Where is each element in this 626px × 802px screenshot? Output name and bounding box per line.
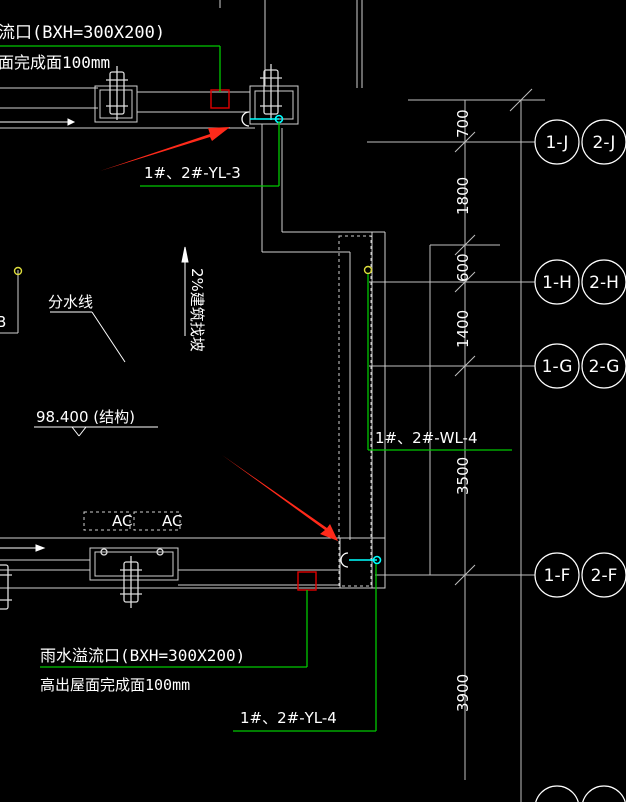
label-wl4: 1#、2#-WL-4 xyxy=(375,429,478,447)
top-outlet-title: 流口(BXH=300X200) xyxy=(0,23,165,43)
red-arrow-top xyxy=(100,127,230,171)
label-elevation: 98.400 (结构) xyxy=(36,408,135,426)
overflow-outlet-top xyxy=(210,89,230,109)
grid-label-2f: 2-F xyxy=(591,566,618,586)
building-outline xyxy=(0,0,386,589)
leader-lines xyxy=(0,45,512,732)
label-slope: 2%建筑找坡 xyxy=(188,268,206,352)
overflow-outlet-bottom xyxy=(297,571,317,591)
dim-1800: 1800 xyxy=(454,177,472,215)
highlight-arrows xyxy=(100,127,338,541)
drain-symbol-left-edge xyxy=(0,564,12,610)
top-outlet-subtitle: 面完成面100mm xyxy=(0,53,110,72)
grid-axis-partial xyxy=(535,785,626,802)
dim-600: 600 xyxy=(454,253,472,282)
downpipes xyxy=(250,114,382,565)
yellow-nodes xyxy=(13,265,373,276)
grid-lines xyxy=(367,88,545,802)
grid-axis-g: 1-G 2-G xyxy=(534,343,626,389)
label-yl3: 1#、2#-YL-3 xyxy=(144,164,241,182)
pipe-caps xyxy=(241,111,349,568)
grid-axis-h: 1-H 2-H xyxy=(534,259,626,305)
ac-label-1: AC xyxy=(112,512,132,530)
grid-bubbles: 1-J 2-J 1-H 2-H 1-G 2-G 1-F 2-F xyxy=(534,119,626,802)
dim-700: 700 xyxy=(454,109,472,138)
grid-label-1j: 1-J xyxy=(546,133,569,153)
label-yl4: 1#、2#-YL-4 xyxy=(240,709,337,727)
drain-symbol-top-left xyxy=(106,66,128,120)
dim-3900: 3900 xyxy=(454,674,472,712)
dim-1400: 1400 xyxy=(454,310,472,348)
roof-drain-symbols xyxy=(0,64,282,610)
grid-label-2h: 2-H xyxy=(589,273,619,293)
grid-axis-f: 1-F 2-F xyxy=(534,552,626,598)
bottom-outlet-subtitle: 高出屋面完成面100mm xyxy=(40,676,190,694)
text-labels: 流口(BXH=300X200) 面完成面100mm 1#、2#-YL-3 分水线… xyxy=(0,23,478,727)
label-water-divide: 分水线 xyxy=(48,293,93,311)
grid-label-1h: 1-H xyxy=(542,273,572,293)
dashed-sumps xyxy=(83,235,372,587)
drain-symbol-bottom xyxy=(100,548,164,608)
dim-3500: 3500 xyxy=(454,457,472,495)
red-arrow-bottom xyxy=(222,455,338,541)
grid-label-1f: 1-F xyxy=(544,566,571,586)
drain-symbol-top-right xyxy=(260,64,282,120)
annotation-lines xyxy=(34,246,189,437)
grid-axis-j: 1-J 2-J xyxy=(534,119,626,165)
bottom-outlet-title: 雨水溢流口(BXH=300X200) xyxy=(40,646,245,665)
grid-label-2g: 2-G xyxy=(589,357,620,377)
ac-label-2: AC xyxy=(162,512,182,530)
label-left-b: B xyxy=(0,313,6,331)
flow-arrows xyxy=(0,118,76,552)
grid-label-1g: 1-G xyxy=(542,357,573,377)
dimension-labels: 700 1800 600 1400 3500 3900 xyxy=(454,109,472,712)
grid-label-2j: 2-J xyxy=(593,133,616,153)
